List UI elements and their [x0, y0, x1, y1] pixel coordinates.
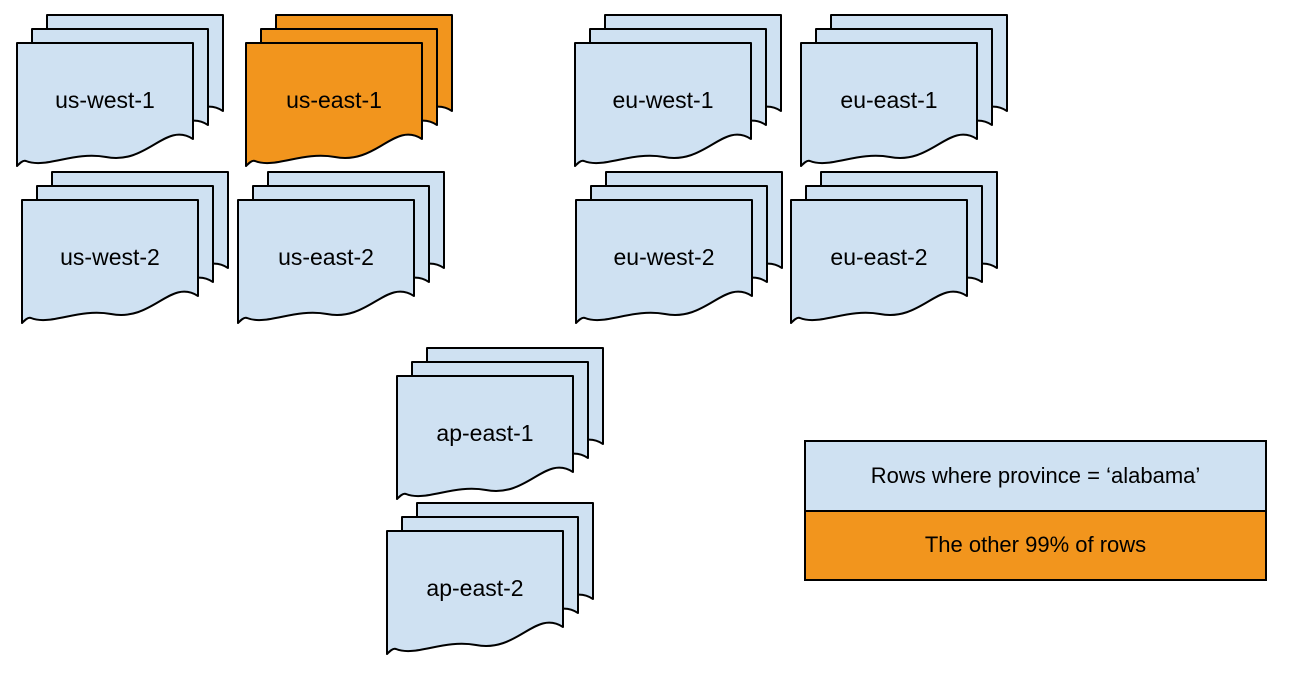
region-stack-us-west-2: us-west-2: [21, 171, 229, 325]
legend-item-other-rows: The other 99% of rows: [806, 509, 1265, 579]
legend-item-label: Rows where province = ‘alabama’: [870, 462, 1201, 488]
region-stack-eu-east-2: eu-east-2: [790, 171, 998, 325]
legend-item-alabama-rows: Rows where province = ‘alabama’: [806, 442, 1265, 510]
documents-stack-icon: [16, 14, 224, 167]
documents-stack-icon: [245, 14, 453, 167]
region-stack-us-west-1: us-west-1: [16, 14, 224, 168]
documents-stack-icon: [790, 171, 998, 324]
region-stack-eu-west-1: eu-west-1: [574, 14, 782, 168]
region-stack-ap-east-2: ap-east-2: [386, 502, 594, 656]
legend-item-label: The other 99% of rows: [924, 532, 1147, 558]
documents-stack-icon: [237, 171, 445, 324]
documents-stack-icon: [574, 14, 782, 167]
region-stack-us-east-2: us-east-2: [237, 171, 445, 325]
legend: Rows where province = ‘alabama’ The othe…: [804, 440, 1267, 581]
region-stack-us-east-1: us-east-1: [245, 14, 453, 168]
documents-stack-icon: [800, 14, 1008, 167]
documents-stack-icon: [386, 502, 594, 655]
region-stack-eu-west-2: eu-west-2: [575, 171, 783, 325]
documents-stack-icon: [575, 171, 783, 324]
region-stack-ap-east-1: ap-east-1: [396, 347, 604, 501]
documents-stack-icon: [396, 347, 604, 500]
region-stack-eu-east-1: eu-east-1: [800, 14, 1008, 168]
documents-stack-icon: [21, 171, 229, 324]
